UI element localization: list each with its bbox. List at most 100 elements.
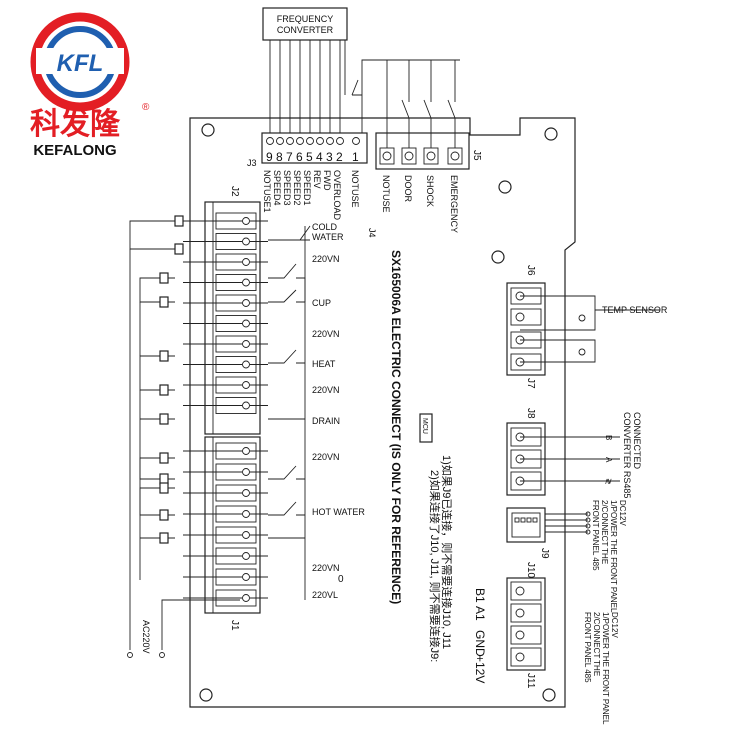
terminal-screw [242, 468, 250, 476]
load-boxes [159, 215, 184, 544]
j3-label: J3 [247, 158, 257, 168]
j6-label: J6 [525, 265, 536, 276]
converter-wires [269, 40, 341, 133]
mcu-box [419, 413, 433, 443]
label-heat: HEAT [312, 359, 336, 369]
temp-sensor-wires [520, 295, 660, 363]
j8-pins [510, 427, 620, 491]
logo-band [36, 48, 124, 74]
label-220vn-3: 220VN [312, 385, 340, 395]
mount-hole-tr [544, 127, 558, 141]
mount-hole-r2 [491, 250, 505, 264]
svg-text:SPEED3: SPEED3 [282, 170, 292, 206]
terminal-screw [242, 510, 250, 518]
label-drain: DRAIN [312, 416, 340, 426]
svg-text:DC12V: DC12V [618, 500, 627, 526]
j1-terminal-block [204, 436, 261, 614]
terminal-rows [183, 212, 268, 607]
j3-connector [261, 132, 368, 164]
svg-text:1/POWER THE FRONT PANEL: 1/POWER THE FRONT PANEL [601, 612, 610, 725]
label-hot-water: HOT WATER [312, 507, 365, 517]
j9-connector [506, 507, 546, 543]
note-1: 1)如果J9已连接，则不需要连接J10, J11 [440, 455, 454, 649]
j4-j5-switch-wires [344, 40, 460, 148]
svg-text:DC12V: DC12V [610, 612, 619, 638]
j4-label: J4 [367, 228, 377, 238]
svg-text:8: 8 [276, 150, 283, 164]
terminal-screw [242, 340, 250, 348]
label-cold-water-2: WATER [312, 232, 344, 242]
board-outline [189, 117, 576, 708]
svg-text:2/CONNECT THE: 2/CONNECT THE [600, 500, 609, 564]
j9-notes: DC12V 1/POWER THE FRONT PANEL 2/CONNECT … [591, 500, 627, 613]
terminal-screw [242, 573, 250, 581]
terminal-screw [242, 594, 250, 602]
svg-text:NOTUSE1: NOTUSE1 [262, 170, 272, 213]
svg-text:DOOR: DOOR [403, 175, 413, 203]
svg-text:NOTUSE: NOTUSE [350, 170, 360, 208]
label-220vn-5: 220VN [312, 563, 340, 573]
ac220v-label: AC220V [141, 620, 151, 654]
logo-red-ring [30, 12, 130, 112]
j3-pin-numbers: 9 8 7 6 5 4 3 2 1 [266, 150, 359, 164]
board-zero-mark: 0 [338, 574, 344, 585]
j9-pins [511, 511, 591, 538]
j6-j7-connector [506, 282, 546, 376]
bus-labels: B1 A1 GND +12V [473, 588, 487, 683]
svg-text:+12V: +12V [473, 655, 487, 683]
terminal-screw [242, 360, 250, 369]
svg-text:FRONT PANEL 485: FRONT PANEL 485 [583, 612, 592, 683]
logo-chinese-name: 科发隆 [30, 108, 121, 141]
svg-text:FRONT PANEL 485: FRONT PANEL 485 [591, 500, 600, 571]
svg-text:OVERLOAD: OVERLOAD [332, 170, 342, 221]
svg-text:A: A [604, 457, 613, 463]
mount-hole-bl [199, 688, 213, 702]
terminal-screw [242, 237, 250, 246]
frequency-converter-label-2: CONVERTER [277, 25, 334, 35]
svg-text:7: 7 [286, 150, 293, 164]
svg-text:2/CONNECT THE: 2/CONNECT THE [592, 612, 601, 676]
board-model-text: SX165006A ELECTRIC CONNECT (IS ONLY FOR … [389, 250, 403, 604]
terminal-screw [242, 552, 250, 560]
mcu-label: MCU [421, 418, 428, 434]
mount-hole-tl [201, 123, 215, 137]
frequency-converter-label-1: FREQUENCY [277, 14, 334, 24]
label-cold-water-1: COLD [312, 222, 338, 232]
relay-switches [268, 225, 311, 600]
mount-hole-br [542, 688, 556, 702]
svg-text:4: 4 [316, 150, 323, 164]
terminal-screw [242, 258, 250, 266]
svg-text:1: 1 [352, 150, 359, 164]
terminal-screw [242, 401, 250, 410]
label-220vl: 220VL [312, 590, 338, 600]
svg-text:6: 6 [296, 150, 303, 164]
mount-hole-r [498, 180, 512, 194]
j10-label: J10 [525, 562, 536, 579]
j4-j5-signal-labels: NOTUSE DOOR SHOCK EMERGENCY [381, 175, 459, 233]
label-220vn-2: 220VN [312, 329, 340, 339]
j4-j5-connector [375, 132, 470, 170]
svg-text:EMERGENCY: EMERGENCY [449, 175, 459, 233]
j10-notes: DC12V 1/POWER THE FRONT PANEL 2/CONNECT … [583, 612, 619, 725]
svg-text:SPEED1: SPEED1 [302, 170, 312, 206]
svg-text:REV: REV [312, 170, 322, 189]
svg-text:B: B [604, 435, 613, 440]
svg-text:A1: A1 [473, 606, 487, 621]
terminal-screw [242, 531, 250, 539]
terminal-screw [242, 299, 250, 307]
note-2: 2)如果连接了J10, J11, 则不需要连接J9: [428, 470, 442, 662]
rs485-labels: B A ≷ CONNECTED CONVERTER RS485 [604, 412, 642, 498]
svg-text:9: 9 [266, 150, 273, 164]
label-220vn-1: 220VN [312, 254, 340, 264]
j3-signal-labels: NOTUSE1 SPEED4 SPEED3 SPEED2 SPEED1 REV … [262, 170, 360, 221]
logo-registered-mark: ® [142, 102, 150, 113]
svg-text:GND: GND [473, 630, 487, 657]
terminal-screw [242, 319, 250, 328]
terminal-screw [242, 217, 250, 225]
temp-sensor-label: TEMP SENSOR [602, 305, 668, 315]
terminal-screw [242, 278, 250, 287]
left-load-labels: COLD WATER 220VN CUP 220VN HEAT 220VN DR… [312, 222, 365, 600]
j3-pin-circles [266, 137, 360, 145]
j5-label: J5 [471, 150, 482, 161]
